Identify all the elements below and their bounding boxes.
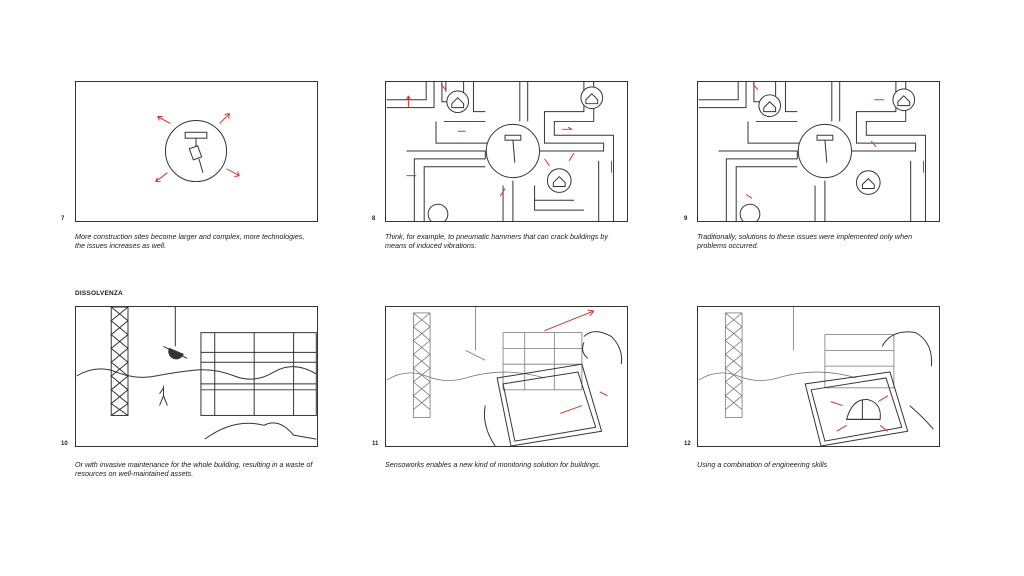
- sketch-tablet-helmet: [698, 307, 934, 446]
- storyboard-frame-12: [697, 306, 940, 447]
- sketch-cracks-repaired: [698, 82, 926, 221]
- panel-caption: Sensoworks enables a new kind of monitor…: [385, 460, 601, 469]
- sketch-hammer-vibration: [155, 113, 240, 183]
- panel-caption: Using a combination of engineering skill…: [697, 460, 828, 469]
- panel-caption: Traditionally, solutions to these issues…: [697, 232, 913, 251]
- panel-caption: More construction sites become larger an…: [75, 232, 305, 251]
- panel-caption: Or with invasive maintenance for the who…: [75, 460, 313, 479]
- storyboard-frame-10: [75, 306, 318, 447]
- panel-caption: Think, for example, to pneumatic hammers…: [385, 232, 608, 251]
- sketch-construction-site: [76, 307, 317, 440]
- section-label: DISSOLVENZA: [75, 290, 123, 297]
- storyboard-frame-7: [75, 81, 318, 222]
- storyboard-frame-9: [697, 81, 940, 222]
- panel-number: 12: [684, 441, 691, 447]
- panel-number: 11: [372, 441, 379, 447]
- storyboard-frame-8: [385, 81, 628, 222]
- sketch-cracks-map: [386, 82, 614, 221]
- sketch-tablet-monitoring: [386, 307, 623, 446]
- storyboard-frame-11: [385, 306, 628, 447]
- panel-number: 8: [372, 216, 376, 222]
- panel-number: 10: [61, 441, 68, 447]
- panel-number: 9: [684, 216, 688, 222]
- panel-number: 7: [61, 216, 65, 222]
